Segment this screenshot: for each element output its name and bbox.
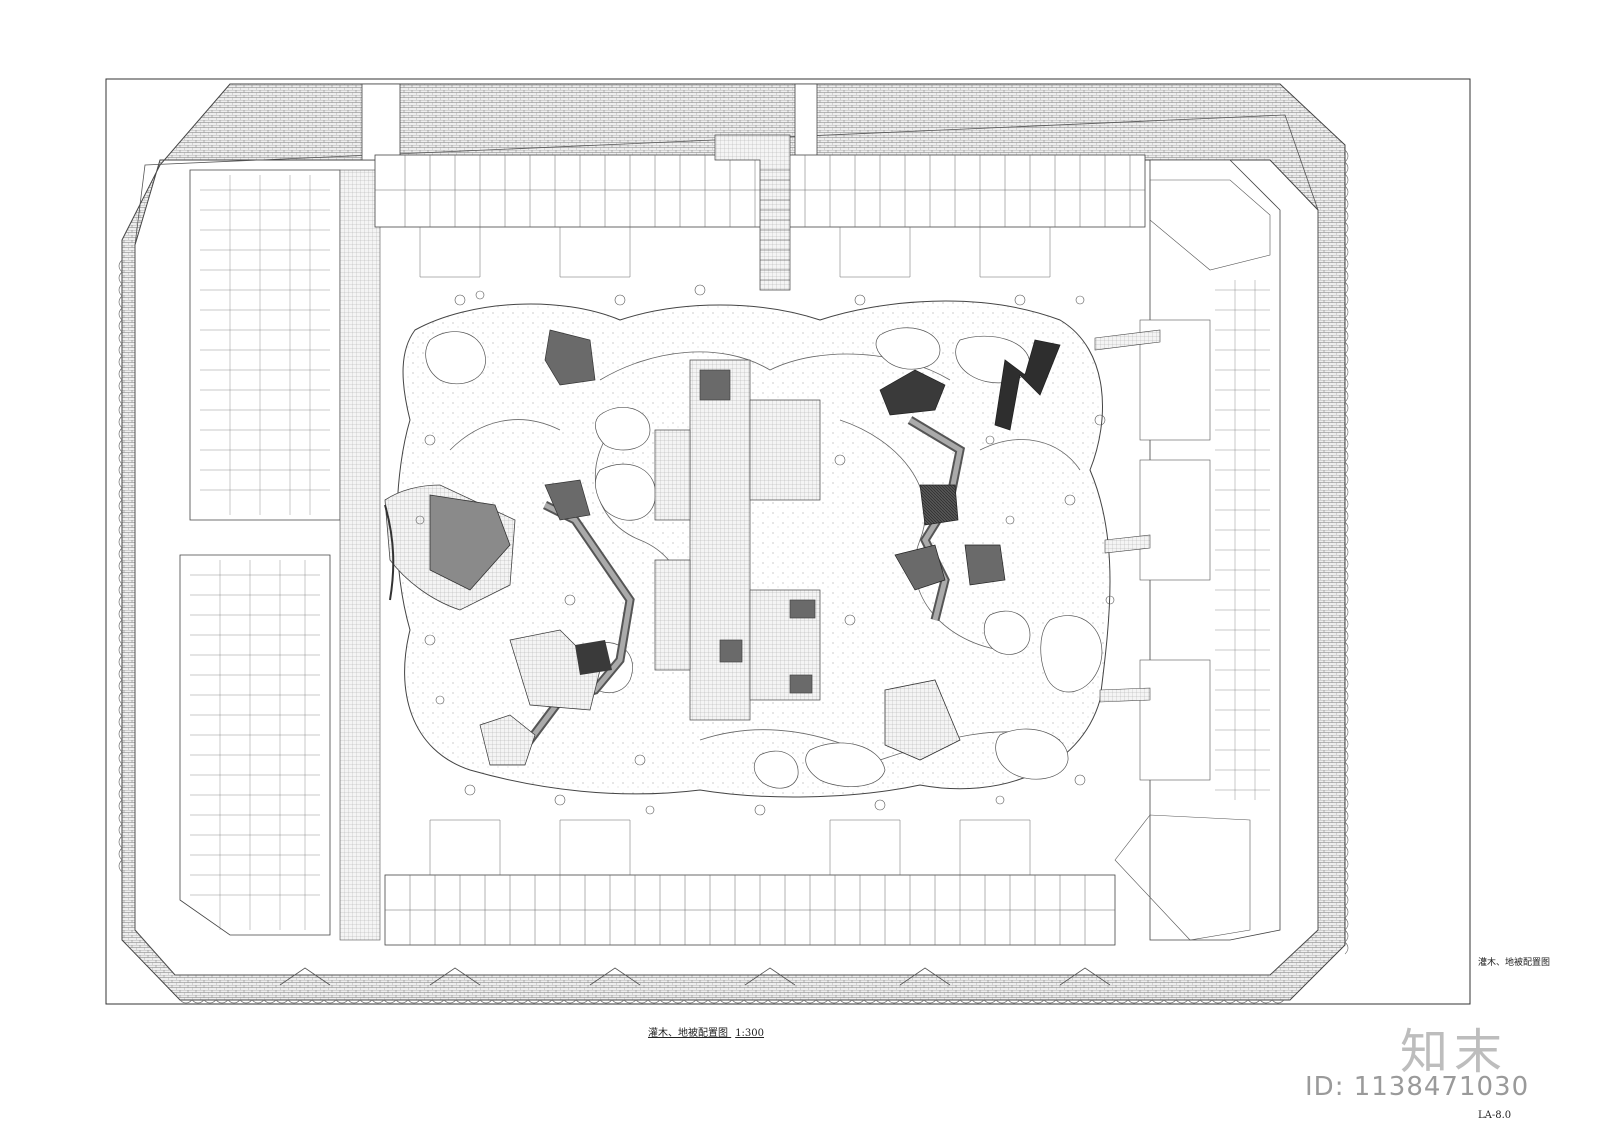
west-pentagon-kiosk [479, 714, 536, 766]
bottom-road-arcs [279, 967, 1111, 986]
east-sculpture-court [884, 679, 961, 761]
east-pavilion-mid [919, 484, 959, 526]
stair-treads [760, 169, 790, 281]
east-pavilion-north [879, 369, 946, 416]
west-fan-steps [384, 504, 395, 601]
east-pavilion-se [964, 544, 1006, 586]
west-plaza-strip [339, 169, 381, 941]
top-entrance-gap [361, 83, 401, 161]
east-pavilion-sw [894, 544, 946, 591]
watermark-id: ID: 1138471030 [1305, 1072, 1530, 1102]
east-building-grid [1215, 280, 1270, 800]
lawn-islands [425, 327, 1103, 789]
east-zigzag-wall [994, 339, 1061, 431]
west-fan-pavilion [429, 494, 511, 591]
west-pavilion-mid [544, 479, 591, 521]
south-row-units [385, 819, 1115, 945]
west-building-grid [190, 175, 330, 930]
perimeter-tree-row [118, 149, 1349, 1004]
west-pavilion-south-dark [575, 640, 612, 675]
drawing-title: 灌木、地被配置图 1:300 [648, 1024, 764, 1039]
sheet-number: LA-8.0 [1478, 1110, 1512, 1121]
top-entrance-gap-2 [794, 83, 818, 161]
drawing-scale: 1:300 [735, 1028, 765, 1039]
east-entry-bridge-south [1099, 687, 1151, 703]
side-note: 灌木、地被配置图 [1478, 958, 1551, 968]
west-commercial-building [179, 169, 341, 936]
perimeter-walkway [134, 114, 1319, 976]
east-residential-blocks [1139, 319, 1211, 781]
east-entry-bridge-mid [1104, 534, 1151, 554]
east-entry-bridge-north [1094, 329, 1161, 351]
drawing-title-text: 灌木、地被配置图 [648, 1028, 728, 1039]
east-building-corner-ne [1149, 179, 1271, 271]
central-paved-spine [654, 359, 821, 721]
watermark-brand: 知末 [1400, 1024, 1509, 1080]
shrub-symbols [415, 284, 1115, 816]
east-building-corner-se [1114, 814, 1251, 941]
north-entrance-stairs [714, 134, 791, 291]
west-pavilion-north [544, 329, 596, 386]
